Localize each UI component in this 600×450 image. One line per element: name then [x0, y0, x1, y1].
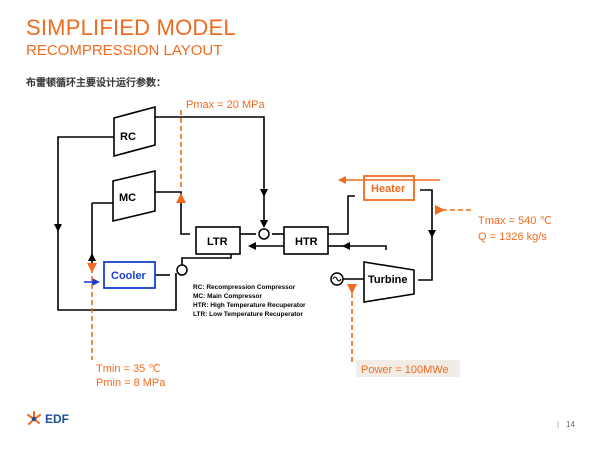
- splitter-node: [176, 264, 188, 276]
- slide-caption: 布雷顿循环主要设计运行参数：: [26, 78, 166, 89]
- tmax-label: Tmax = 540 ℃: [478, 215, 552, 227]
- power-marker: [347, 284, 357, 294]
- pmax-label: Pmax = 20 MPa: [186, 99, 265, 111]
- ltr-label: LTR: [207, 236, 228, 248]
- turbine-exhaust-pipe: [342, 242, 387, 250]
- rc-label: RC: [120, 131, 136, 143]
- rc-compressor: [113, 105, 156, 158]
- tmin-marker: [87, 263, 97, 273]
- heater-label: Heater: [371, 183, 406, 195]
- power-highlight: [356, 360, 460, 377]
- edf-sun-icon: [27, 411, 41, 425]
- mc-label: MC: [119, 192, 136, 204]
- cooler-box: [103, 261, 156, 289]
- rc-return-pipe: [54, 136, 114, 232]
- tmax-marker: [435, 205, 445, 215]
- q-label: Q = 1326 kg/s: [478, 231, 547, 243]
- htr-box: [283, 226, 329, 255]
- page-separator: |: [557, 420, 560, 429]
- turbine-inlet-pipe: [418, 236, 433, 281]
- mixer-node: [258, 228, 270, 240]
- mc-outlet-pipe: [155, 191, 190, 235]
- power-label: Power = 100MWe: [361, 364, 449, 376]
- slide-title: SIMPLIFIED MODEL: [26, 15, 236, 40]
- htr-to-heater-pipe: [328, 195, 355, 235]
- turbine: [363, 261, 415, 303]
- ltr-box: [195, 226, 241, 255]
- pmin-label: Pmin = 8 MPa: [96, 377, 166, 389]
- mc-compressor: [112, 169, 156, 223]
- tmin-label: Tmin = 35 ℃: [96, 363, 161, 375]
- slide-subtitle: RECOMPRESSION LAYOUT: [26, 42, 223, 59]
- edf-logo-text: EDF: [45, 412, 69, 426]
- edf-logo: EDF: [25, 410, 69, 428]
- legend-htr: HTR: High Temperature Recuperator: [193, 302, 306, 309]
- rc-outlet-pipe: [155, 116, 268, 197]
- cooler-label: Cooler: [111, 270, 147, 282]
- left-loop-pipe: [57, 230, 177, 311]
- htr-label: HTR: [295, 236, 318, 248]
- page-number: 14: [566, 420, 575, 429]
- turbine-label: Turbine: [368, 274, 408, 286]
- heater-to-turbine-pipe: [420, 189, 436, 238]
- pmax-marker: [176, 193, 186, 203]
- legend-rc: RC: Recompression Compressor: [193, 284, 296, 291]
- legend-mc: MC: Main Compressor: [193, 293, 262, 300]
- legend-ltr: LTR: Low Temperature Recuperator: [193, 311, 303, 318]
